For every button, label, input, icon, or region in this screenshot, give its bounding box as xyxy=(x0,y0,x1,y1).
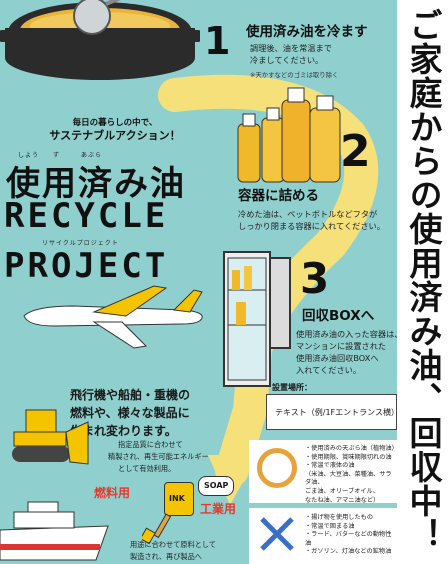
accepted-oils-panel: ・使用済みの天ぷら油（植物油） ・使用期限、賞味期限切れの油 ・常温で液体の油 … xyxy=(249,440,398,505)
ink-can-icon: INK xyxy=(164,482,194,516)
step-3-number: 3 xyxy=(300,254,330,303)
step-3-desc-4: 入れてください。 xyxy=(296,365,362,375)
title-ruby-2: リサイクルプロジェクト xyxy=(42,240,119,247)
ng-item: ・ガソリン、灯油などの鉱物油 xyxy=(305,548,392,556)
title-ruby: しよう ず あぶら xyxy=(18,152,103,159)
step-3-desc-2: マンションに設置された xyxy=(296,341,387,351)
vertical-banner xyxy=(397,0,448,564)
title-recycle: RECYCLE xyxy=(4,196,169,236)
step-3-desc-1: 使用済み油の入った容器は、 xyxy=(296,329,403,339)
step-2-desc-2: しっかり閉まる容器に入れてください。 xyxy=(238,221,385,231)
circle-ok-icon xyxy=(257,448,297,488)
step-2-title: 容器に詰める xyxy=(238,188,319,204)
cross-ng-icon xyxy=(260,517,294,551)
ok-item: ごま油、オリーブオイル、 xyxy=(305,487,379,495)
industry-label: 工業用 xyxy=(200,502,237,516)
industry-desc-1: 用途に合わせて原料として xyxy=(130,540,217,549)
location-value: テキスト（例/1Fエントランス横） xyxy=(275,408,399,417)
frying-pot-icon xyxy=(0,0,200,80)
ok-item: （米油、大豆油、菜種油、サラダ油、 xyxy=(305,470,392,487)
uses-line-3: 生まれ変わります。 xyxy=(70,424,177,438)
intro-line-1: 毎日の暮らしの中で、 xyxy=(72,118,158,128)
industry-desc-2: 製造され、再び製品へ xyxy=(130,552,202,561)
step-1-number: 1 xyxy=(204,19,231,63)
soap-label: SOAP xyxy=(204,481,229,490)
step-1-title: 使用済み油を冷ます xyxy=(246,24,368,40)
location-box: テキスト（例/1Fエントランス横） xyxy=(266,394,399,430)
step-2-desc-1: 冷めた油は、ペットボトルなどフタが xyxy=(238,209,378,219)
step-1-note: ※天かすなどのゴミは取り除く xyxy=(250,71,339,79)
ok-item: なたね油、アマニ油など） xyxy=(305,496,380,504)
step-1-desc-1: 調理後、油を常温まで xyxy=(250,43,332,53)
airplane-icon xyxy=(23,285,203,349)
rejected-oils-panel: ・揚げ物を使用したもの ・常温で固まる油 ・ラード、バターなどの動物性油 ・ガソ… xyxy=(249,508,397,564)
ng-item: ・常温で固まる油 xyxy=(305,522,355,530)
ok-item: ・使用済みの天ぷら油（植物油） xyxy=(305,445,398,452)
paint-brush-icon xyxy=(142,513,172,545)
ship-icon xyxy=(0,501,109,561)
soap-icon: SOAP xyxy=(198,476,234,496)
ok-item: ・使用期限、賞味期限切れの油 xyxy=(305,453,392,461)
uses-line-2: 燃料や、様々な製品に xyxy=(70,406,190,420)
uses-line-1: 飛行機や船舶・重機の xyxy=(70,388,191,402)
title-project: PROJECT xyxy=(4,246,169,286)
ok-list: ・使用済みの天ぷら油（植物油） ・使用期限、賞味期限切れの油 ・常温で液体の油 … xyxy=(305,445,398,505)
step-3-desc-3: 使用済み油回収BOXへ xyxy=(296,353,379,363)
step-1-desc-2: 冷ましてください。 xyxy=(250,55,324,65)
ng-list: ・揚げ物を使用したもの ・常温で固まる油 ・ラード、バターなどの動物性油 ・ガソ… xyxy=(305,514,395,557)
step-2-number: 2 xyxy=(340,126,371,177)
fuel-desc-3: として有効利用。 xyxy=(118,464,176,473)
ng-item: ・揚げ物を使用したもの xyxy=(305,514,374,521)
title-japanese: 使用済み油 xyxy=(6,164,186,204)
fuel-desc-1: 指定品質に合わせて xyxy=(118,440,183,449)
intro-line-2: サステナブルアクション！ xyxy=(49,129,181,142)
ng-item: ・ラード、バターなどの動物性油 xyxy=(305,531,392,547)
step-3-title: 回収BOXへ xyxy=(302,308,375,324)
banner-headline: ご家庭からの使用済み油、回収中！ xyxy=(404,8,443,552)
ok-item: ・常温で液体の油 xyxy=(305,462,355,470)
oil-bottles-icon xyxy=(237,87,341,183)
bulldozer-icon xyxy=(12,409,89,465)
fuel-label: 燃料用 xyxy=(94,486,131,500)
ink-label: INK xyxy=(169,494,185,503)
fuel-desc-2: 精製され、再生可能エネルギー xyxy=(108,452,209,461)
recycle-box-icon xyxy=(223,251,291,387)
location-label: 設置場所： xyxy=(272,383,312,392)
